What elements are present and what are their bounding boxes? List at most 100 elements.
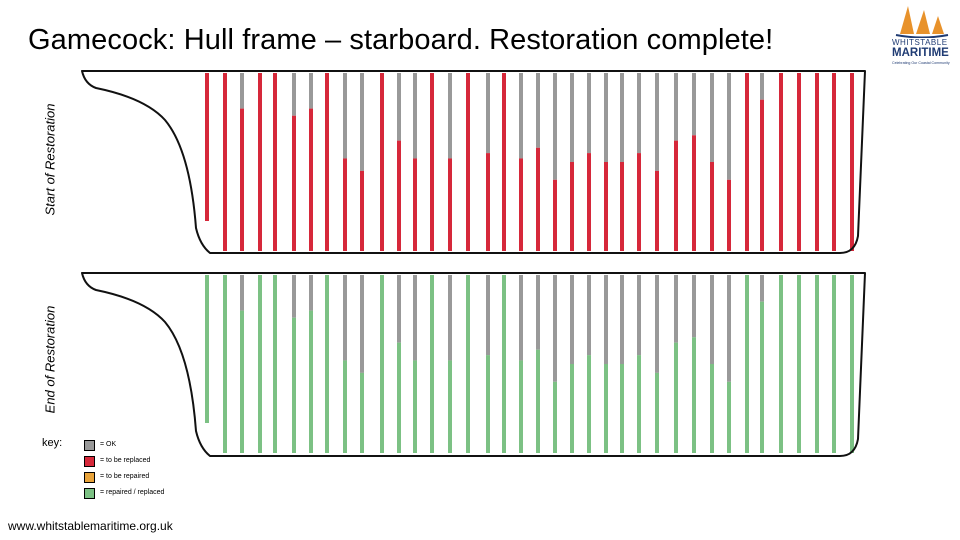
start-frame-ok-segment [292, 73, 296, 116]
start-frame-segment [674, 140, 678, 251]
end-frame-segment [486, 355, 490, 453]
start-frame-segment [779, 73, 783, 251]
end-frame-segment [832, 275, 836, 453]
start-frame-segment [692, 135, 696, 251]
start-frame-segment [430, 73, 434, 251]
start-frame-ok-segment [413, 73, 417, 159]
whitstable-maritime-logo[interactable]: WHITSTABLE MARITIME Celebrating Our Coas… [886, 4, 958, 74]
logo-name-line2: MARITIME [892, 47, 949, 59]
footer-url[interactable]: www.whitstablemaritime.org.uk [8, 519, 173, 533]
start-frame-ok-segment [570, 73, 574, 162]
end-frame-segment [397, 342, 401, 453]
start-frame-segment [223, 73, 227, 251]
end-frame-segment [519, 360, 523, 453]
start-frame-ok-segment [637, 73, 641, 154]
end-frame-ok-segment [570, 275, 574, 364]
start-frame-segment [309, 108, 313, 251]
end-frame-segment [448, 360, 452, 453]
sailboat-icon [895, 6, 949, 38]
end-frame-segment [637, 355, 641, 453]
end-frame-segment [745, 275, 749, 453]
start-frame-segment [815, 73, 819, 251]
end-frame-segment [325, 275, 329, 453]
end-frame-ok-segment [309, 275, 313, 311]
start-frame-ok-segment [309, 73, 313, 109]
end-frame-segment [815, 275, 819, 453]
start-frame-ok-segment [692, 73, 696, 136]
end-hull-outline [81, 272, 866, 457]
key-swatch-repaired-replaced [84, 488, 95, 499]
key-swatch-to-be-replaced [84, 456, 95, 467]
end-frame-segment [570, 364, 574, 453]
end-frame-ok-segment [360, 275, 364, 373]
start-frame-segment [760, 99, 764, 251]
key-swatch-ok [84, 440, 95, 451]
end-frames-group [205, 275, 854, 453]
start-frame-segment [587, 153, 591, 251]
start-frame-segment [604, 162, 608, 251]
end-frame-segment [692, 337, 696, 453]
start-frame-segment [205, 73, 209, 221]
start-frame-segment [273, 73, 277, 251]
start-frame-segment [710, 162, 714, 251]
key-label-repaired-replaced: = repaired / replaced [100, 489, 165, 496]
start-frame-ok-segment [620, 73, 624, 162]
end-frame-segment [380, 275, 384, 453]
start-frame-segment [745, 73, 749, 251]
start-frame-ok-segment [760, 73, 764, 100]
start-frame-ok-segment [486, 73, 490, 154]
start-frame-ok-segment [519, 73, 523, 159]
end-frame-ok-segment [240, 275, 244, 311]
start-frame-segment [360, 170, 364, 251]
start-frame-segment [413, 158, 417, 251]
start-frame-ok-segment [604, 73, 608, 162]
end-frame-ok-segment [710, 275, 714, 364]
end-frame-segment [466, 275, 470, 453]
start-frame-ok-segment [448, 73, 452, 159]
end-frame-ok-segment [674, 275, 678, 343]
key-label-to-be-replaced: = to be replaced [100, 457, 151, 464]
end-frame-segment [710, 364, 714, 453]
end-frame-segment [655, 372, 659, 453]
end-frame-ok-segment [587, 275, 591, 356]
start-frame-ok-segment [360, 73, 364, 171]
end-frame-ok-segment [486, 275, 490, 356]
start-frame-segment [832, 73, 836, 251]
start-frame-segment [502, 73, 506, 251]
page-title: Gamecock: Hull frame – starboard. Restor… [28, 24, 774, 56]
end-frame-segment [360, 372, 364, 453]
start-frame-segment [466, 73, 470, 251]
end-frame-segment [502, 275, 506, 453]
start-frame-ok-segment [343, 73, 347, 159]
end-frame-ok-segment [692, 275, 696, 338]
start-frame-ok-segment [397, 73, 401, 141]
start-frame-segment [486, 153, 490, 251]
end-frame-segment [620, 364, 624, 453]
end-frame-ok-segment [448, 275, 452, 361]
end-frame-segment [604, 364, 608, 453]
logo-tagline: Celebrating Our Coastal Community [892, 61, 950, 65]
end-frame-ok-segment [727, 275, 731, 382]
end-frame-segment [760, 301, 764, 453]
start-frame-segment [727, 179, 731, 251]
start-frame-segment [553, 179, 557, 251]
start-frame-segment [570, 162, 574, 251]
end-frame-ok-segment [655, 275, 659, 373]
start-frame-segment [655, 170, 659, 251]
start-frame-ok-segment [674, 73, 678, 141]
end-frame-ok-segment [760, 275, 764, 302]
start-frame-ok-segment [587, 73, 591, 154]
end-frame-segment [258, 275, 262, 453]
end-frame-segment [553, 381, 557, 453]
start-frame-segment [519, 158, 523, 251]
end-frame-ok-segment [413, 275, 417, 361]
end-frame-ok-segment [292, 275, 296, 318]
end-frame-ok-segment [519, 275, 523, 361]
end-frame-ok-segment [604, 275, 608, 364]
end-frame-ok-segment [343, 275, 347, 361]
start-frame-ok-segment [710, 73, 714, 162]
end-frame-segment [205, 275, 209, 423]
start-frame-ok-segment [727, 73, 731, 180]
start-frame-segment [850, 73, 854, 251]
